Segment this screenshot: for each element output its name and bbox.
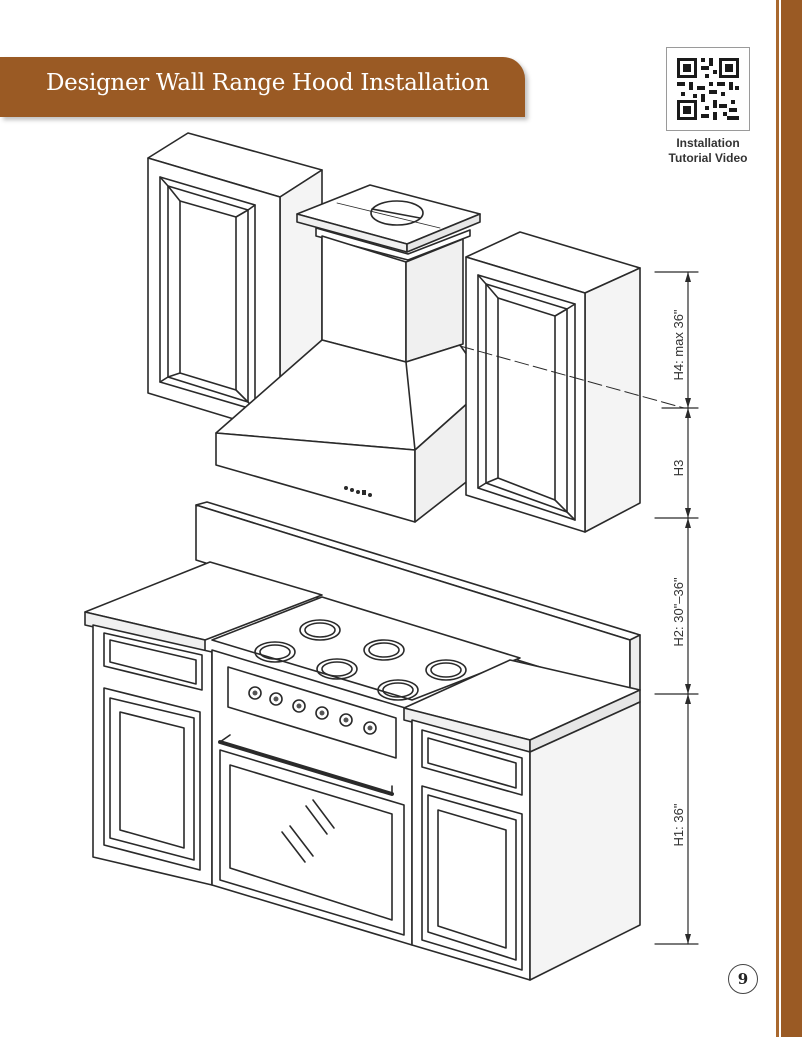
qr-code-icon[interactable] <box>666 47 750 131</box>
dimension-line <box>654 271 699 945</box>
dim-label-h1: H1: 36" <box>671 803 686 846</box>
left-base-cabinet <box>84 561 323 886</box>
qr-caption-line-1: Installation <box>676 136 740 150</box>
right-upper-cabinet <box>465 231 641 533</box>
page-title: Designer Wall Range Hood Installation <box>46 70 490 96</box>
dim-label-h4: H4: max 36" <box>671 309 686 380</box>
range-stove <box>211 596 521 946</box>
dim-label-h3: H3 <box>671 460 686 477</box>
right-base-cabinet <box>403 659 641 981</box>
qr-caption: Installation Tutorial Video <box>650 136 766 166</box>
page-number: 9 <box>728 964 758 994</box>
backsplash <box>195 501 641 696</box>
qr-code-graphic <box>677 58 739 120</box>
qr-caption-line-2: Tutorial Video <box>668 151 748 165</box>
side-accent-stripe <box>772 0 802 1037</box>
dim-label-h2: H2: 30"–36" <box>671 577 686 647</box>
title-banner: Designer Wall Range Hood Installation <box>0 57 525 117</box>
